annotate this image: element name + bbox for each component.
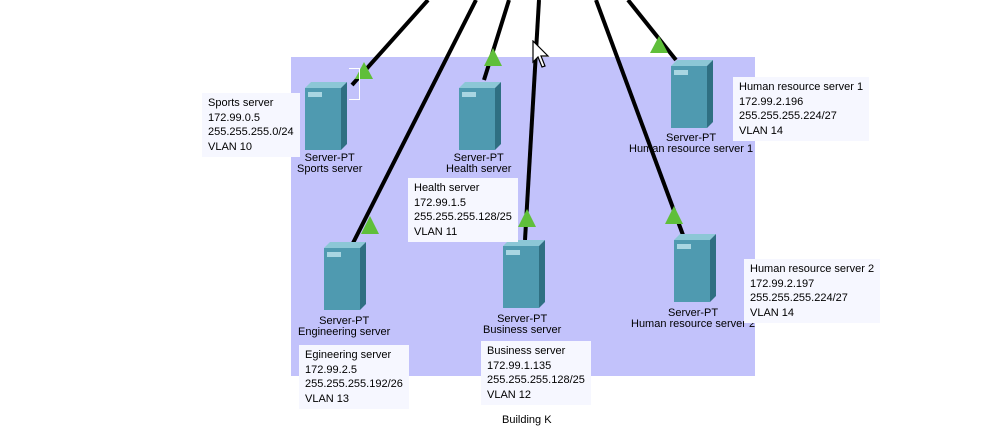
device-type-label: Server-PT bbox=[497, 313, 548, 325]
note-business[interactable]: Business server 172.99.1.135 255.255.255… bbox=[481, 341, 591, 405]
link-light-business bbox=[518, 209, 536, 227]
server-icon bbox=[503, 240, 545, 308]
device-type-label: Server-PT bbox=[304, 152, 355, 164]
note-line: VLAN 14 bbox=[750, 306, 795, 319]
server-icon bbox=[674, 234, 716, 302]
device-type-label: Server-PT bbox=[665, 132, 717, 144]
building-label[interactable]: Building K bbox=[502, 414, 552, 426]
device-name-label: Human resource server 1 bbox=[629, 143, 754, 155]
server-sports[interactable] bbox=[303, 78, 349, 154]
mouse-pointer-icon bbox=[532, 40, 550, 68]
note-engineering[interactable]: Egineering server 172.99.2.5 255.255.255… bbox=[299, 345, 409, 409]
server-icon bbox=[671, 60, 713, 128]
device-label-health: Server-PT Health server bbox=[446, 153, 511, 175]
note-line: VLAN 14 bbox=[739, 124, 784, 137]
note-line: 255.255.255.224/27 bbox=[750, 292, 848, 304]
note-line: Human resource server 2 bbox=[750, 263, 875, 275]
server-health[interactable] bbox=[457, 78, 503, 154]
note-line: 172.99.2.5 bbox=[305, 363, 357, 376]
note-hr2[interactable]: Human resource server 2 172.99.2.197 255… bbox=[744, 259, 881, 323]
note-line: 172.99.0.5 bbox=[208, 111, 260, 124]
link-light-engineering bbox=[361, 216, 379, 234]
note-line: 172.99.2.197 bbox=[750, 277, 815, 290]
note-line: 255.255.255.224/27 bbox=[739, 110, 837, 122]
device-name-label: Business server bbox=[483, 324, 562, 336]
device-name-label: Engineering server bbox=[298, 326, 391, 338]
server-icon bbox=[459, 82, 501, 150]
link-business[interactable] bbox=[523, 0, 541, 241]
selection-handle bbox=[349, 68, 360, 100]
note-line: 172.99.2.196 bbox=[739, 95, 804, 108]
device-type-label: Server-PT bbox=[319, 315, 370, 327]
note-line: 172.99.1.135 bbox=[487, 359, 552, 372]
device-type-label: Server-PT bbox=[667, 307, 719, 319]
link-hr2[interactable] bbox=[594, 0, 685, 236]
note-line: VLAN 13 bbox=[305, 392, 350, 405]
device-type-label: Server-PT bbox=[453, 152, 504, 164]
server-hr1[interactable] bbox=[669, 56, 715, 132]
link-hr1[interactable] bbox=[626, 0, 678, 62]
note-line: VLAN 11 bbox=[414, 225, 458, 238]
note-sports[interactable]: Sports server 172.99.0.5 255.255.255.0/2… bbox=[202, 93, 300, 157]
note-line: VLAN 10 bbox=[208, 140, 253, 153]
server-hr2[interactable] bbox=[672, 230, 718, 306]
link-health[interactable] bbox=[482, 0, 511, 81]
server-icon bbox=[305, 82, 347, 150]
server-engineering[interactable] bbox=[322, 238, 368, 314]
link-light-hr2 bbox=[665, 206, 683, 224]
note-line: 255.255.255.0/24 bbox=[208, 126, 294, 138]
device-name-label: Sports server bbox=[297, 163, 363, 175]
note-hr1[interactable]: Human resource server 1 172.99.2.196 255… bbox=[733, 77, 870, 141]
link-light-health bbox=[484, 48, 502, 66]
server-business[interactable] bbox=[501, 236, 547, 312]
note-line: Human resource server 1 bbox=[739, 81, 864, 93]
note-line: VLAN 12 bbox=[487, 388, 532, 401]
server-icon bbox=[324, 242, 366, 310]
note-line: Health server bbox=[414, 182, 480, 194]
device-label-business: Server-PT Business server bbox=[483, 314, 561, 336]
note-line: 255.255.255.128/25 bbox=[414, 211, 512, 223]
note-line: 255.255.255.128/25 bbox=[487, 374, 585, 386]
device-label-hr1: Server-PT Human resource server 1 bbox=[629, 133, 753, 155]
note-health[interactable]: Health server 172.99.1.5 255.255.255.128… bbox=[408, 178, 518, 242]
link-engineering[interactable] bbox=[350, 0, 478, 246]
note-line: 172.99.1.5 bbox=[414, 196, 466, 209]
device-name-label: Human resource server 2 bbox=[631, 318, 756, 330]
link-light-hr1 bbox=[650, 36, 668, 53]
device-label-sports: Server-PT Sports server bbox=[297, 153, 362, 175]
device-label-engineering: Server-PT Engineering server bbox=[298, 316, 390, 338]
note-line: Egineering server bbox=[305, 349, 392, 361]
note-line: 255.255.255.192/26 bbox=[305, 378, 403, 390]
note-line: Sports server bbox=[208, 97, 274, 109]
device-name-label: Health server bbox=[446, 163, 512, 175]
note-line: Business server bbox=[487, 345, 566, 357]
device-label-hr2: Server-PT Human resource server 2 bbox=[631, 308, 755, 330]
